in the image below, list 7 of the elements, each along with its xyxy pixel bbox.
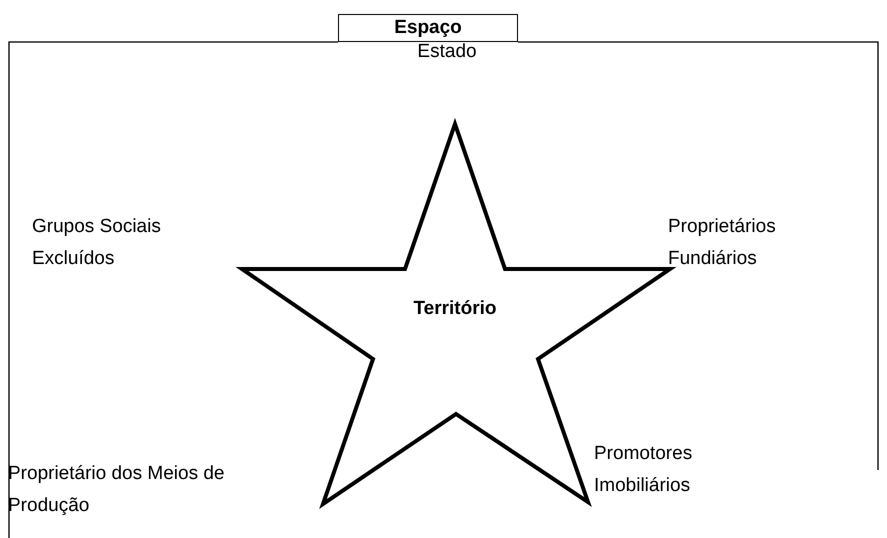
actor-label: Grupos Sociais Excluídos bbox=[32, 215, 162, 271]
actor-label: Proprietário dos Meios de Produção bbox=[8, 462, 226, 518]
title-box: Espaço bbox=[338, 14, 518, 42]
actor-label: Proprietários Fundiários bbox=[668, 215, 777, 271]
actor-label: Promotores Imobiliários bbox=[594, 442, 694, 498]
actor-label: Estado bbox=[416, 40, 478, 64]
star-label: Território bbox=[412, 297, 498, 321]
